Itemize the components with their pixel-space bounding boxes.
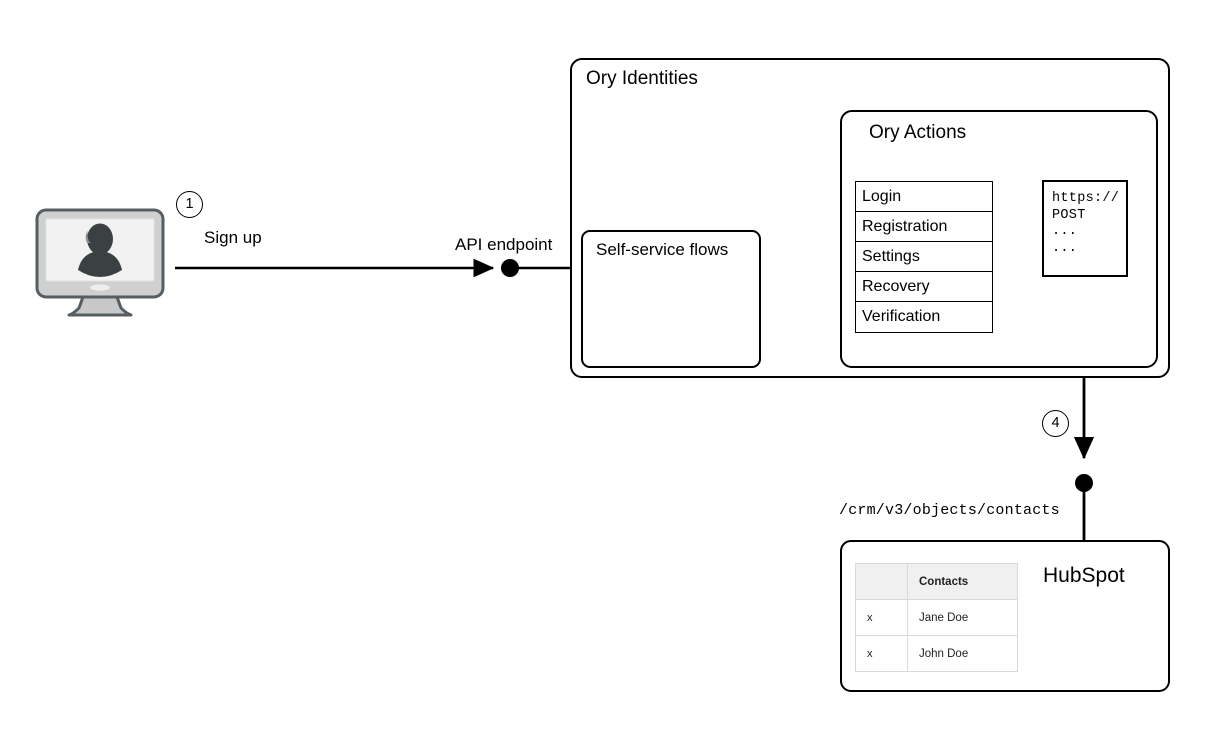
api-endpoint-dot bbox=[501, 259, 519, 277]
contacts-table: Contacts x Jane Doe x John Doe bbox=[855, 563, 1018, 672]
ory-identities-title: Ory Identities bbox=[586, 68, 698, 89]
table-header-select bbox=[855, 563, 908, 600]
flow-item-settings[interactable]: Settings bbox=[856, 242, 992, 272]
step-marker-1: 1 bbox=[176, 191, 203, 218]
flow-item-login[interactable]: Login bbox=[856, 182, 992, 212]
ory-actions-title: Ory Actions bbox=[869, 122, 967, 143]
api-endpoint-label: API endpoint bbox=[455, 235, 553, 254]
step-marker-4: 4 bbox=[1042, 410, 1069, 437]
flow-item-registration[interactable]: Registration bbox=[856, 212, 992, 242]
table-row[interactable]: x Jane Doe bbox=[855, 599, 1018, 636]
self-service-flows-title: Self-service flows bbox=[596, 240, 729, 259]
row-select-marker[interactable]: x bbox=[855, 599, 908, 636]
table-row[interactable]: x John Doe bbox=[855, 635, 1018, 672]
row-select-marker[interactable]: x bbox=[855, 635, 908, 672]
webhook-request-code: https:// POST ... ... bbox=[1052, 191, 1120, 256]
row-contact-name: Jane Doe bbox=[907, 599, 1018, 636]
hubspot-endpoint-dot bbox=[1075, 474, 1093, 492]
flow-item-verification[interactable]: Verification bbox=[862, 308, 941, 325]
table-header-row: Contacts bbox=[855, 563, 1018, 600]
flow-item-recovery[interactable]: Recovery bbox=[856, 272, 992, 302]
hubspot-title: HubSpot bbox=[1043, 564, 1125, 587]
sign-up-label: Sign up bbox=[204, 228, 262, 247]
self-service-flows-container bbox=[581, 230, 761, 368]
webhook-request-box: https:// POST ... ... bbox=[1042, 180, 1128, 277]
user-monitor-icon bbox=[35, 208, 165, 317]
ory-actions-flow-list: Login Registration Settings Recovery Ver… bbox=[855, 181, 993, 333]
row-contact-name: John Doe bbox=[907, 635, 1018, 672]
table-header-contacts: Contacts bbox=[907, 563, 1018, 600]
crm-path-label: /crm/v3/objects/contacts bbox=[839, 502, 1060, 519]
